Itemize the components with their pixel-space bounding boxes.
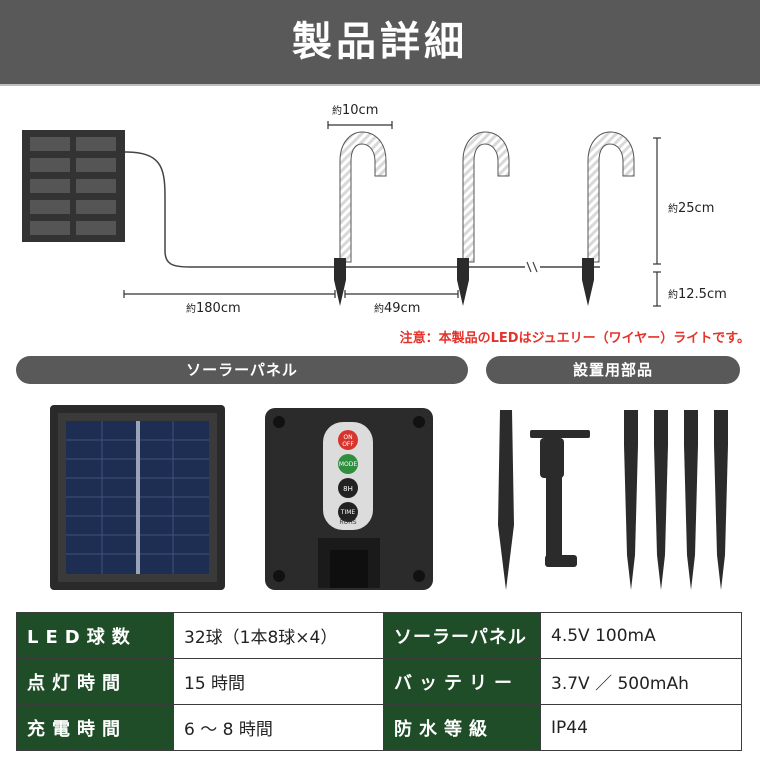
dim-cable-label: 約180cm	[186, 301, 241, 316]
accessories-image	[498, 410, 728, 590]
diagram-cable-break	[526, 261, 538, 273]
controller-mode: MODE	[338, 461, 358, 468]
spec-key: ソーラーパネル	[383, 612, 541, 659]
spec-key: バッテリー	[383, 658, 541, 705]
section-accessories: 設置用部品	[486, 356, 740, 384]
spec-value: 6 〜 8 時間	[173, 704, 384, 751]
table-row: LED球数 32球（1本8球×4） ソーラーパネル 4.5V 100mA	[16, 612, 742, 659]
dim-spacing-label: 約49cm	[374, 301, 421, 316]
spec-table: LED球数 32球（1本8球×4） ソーラーパネル 4.5V 100mA 点灯時…	[16, 612, 742, 751]
dim-width-label: 約10cm	[332, 103, 379, 118]
diagram-cable	[124, 151, 600, 268]
header-bar	[0, 0, 760, 84]
spec-value: 4.5V 100mA	[540, 612, 742, 659]
diagram-candy-canes	[334, 131, 635, 306]
spec-key: LED球数	[16, 612, 174, 659]
controller-brand: ROHS	[339, 519, 357, 526]
header-divider	[0, 84, 760, 86]
spec-value: 15 時間	[173, 658, 384, 705]
table-row: 点灯時間 15 時間 バッテリー 3.7V ／ 500mAh	[16, 658, 742, 705]
controller-8h: 8H	[343, 485, 353, 493]
controller-image	[265, 408, 433, 590]
section-solar-panel: ソーラーパネル	[16, 356, 468, 384]
spec-value: IP44	[540, 704, 742, 751]
dimension-lines	[123, 121, 661, 307]
spec-key: 点灯時間	[16, 658, 174, 705]
product-diagram	[22, 121, 661, 307]
spec-value: 3.7V ／ 500mAh	[540, 658, 742, 705]
spec-value: 32球（1本8球×4）	[173, 612, 384, 659]
dim-height-label: 約25cm	[668, 201, 715, 216]
dim-stake-label: 約12.5cm	[668, 287, 727, 302]
solar-panel-image	[50, 405, 225, 590]
spec-key: 防水等級	[383, 704, 541, 751]
spec-key: 充電時間	[16, 704, 174, 751]
controller-time: TIME	[340, 509, 356, 516]
page-title: 製品詳細	[292, 19, 468, 65]
notice-text: 注意：本製品のLEDはジュエリー（ワイヤー）ライトです。	[399, 331, 750, 346]
diagram-solar-panel	[22, 130, 125, 242]
table-row: 充電時間 6 〜 8 時間 防水等級 IP44	[16, 704, 742, 751]
